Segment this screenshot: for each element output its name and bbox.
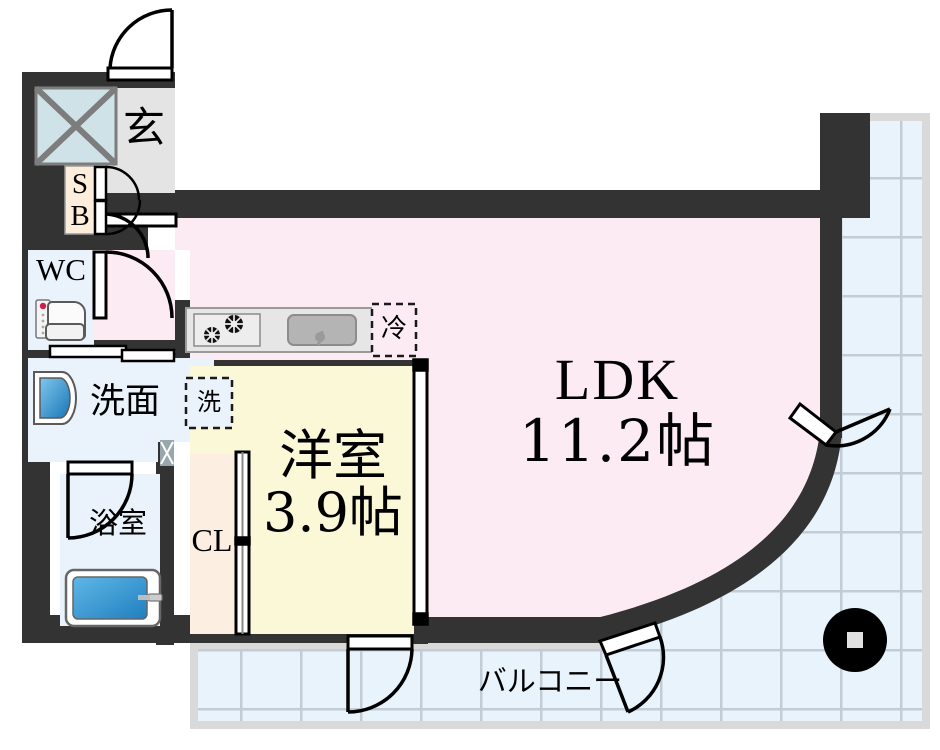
bath-label: 浴室 [88,506,147,540]
genkan-label: 玄 [122,103,165,152]
room-label-ldk: LDK 11.2帖 [500,347,735,475]
ldk-balcony-door-1 [597,621,666,714]
shoe-box-label: S B [62,168,98,233]
bedroom-balcony-door [346,634,414,714]
shoe-box [64,165,98,235]
gas-stove [193,313,261,347]
doors [48,8,892,714]
kitchen-counter [185,302,418,358]
entrance-door [106,8,174,82]
room-label-ldk-area: 11.2帖 [518,406,717,475]
senmen-door [48,344,176,363]
room-label-bedroom-name: 洋室 [279,424,387,487]
wc-door [92,250,174,320]
refrigerator-space [370,302,418,358]
room-label-ldk-name: LDK [554,347,681,412]
shoe-box-label-line1: S [71,168,89,200]
bath-door [66,460,134,540]
closet-sliding-door [234,450,251,636]
room-label-bedroom-area: 3.9帖 [263,480,403,544]
balcony-label: バルコニー [477,664,623,698]
washing-machine-space [184,376,234,430]
fridge-label: 冷 [380,314,407,344]
vanity-sink [33,371,77,425]
kitchen-sink [287,314,357,346]
opening-markers [160,440,174,466]
genkan-hall-door [102,212,178,259]
shoebox-door [93,165,142,236]
bedroom-ldk-partition [412,358,429,626]
north-marker [823,608,887,672]
shoe-box-label-line2: B [70,200,90,233]
washer-label: 洗 [197,388,221,416]
curved-wall [600,430,842,641]
toilet [35,299,86,341]
ldk-balcony-door-2 [787,401,892,448]
closet-label: CL [191,522,233,558]
bedroom-floor [248,366,414,634]
bathtub [64,568,163,628]
room-label-bedroom: 洋室 3.9帖 [243,424,423,544]
senmen-label: 洗面 [89,382,160,422]
wc-label: WC [36,252,86,287]
pipe-shaft [33,85,119,167]
